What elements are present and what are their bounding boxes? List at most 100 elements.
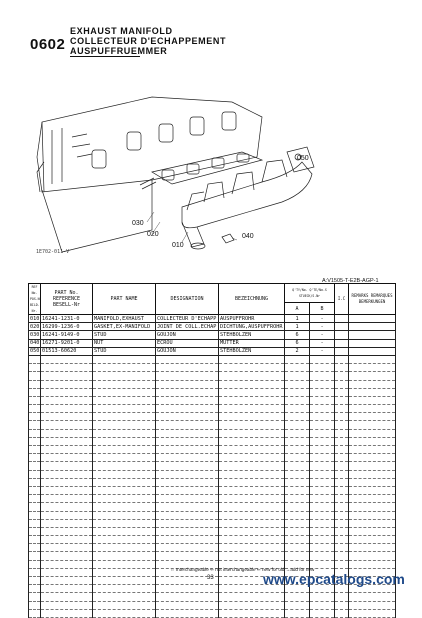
cell-ic <box>334 313 350 324</box>
blank-cell <box>218 379 285 389</box>
blank-cell <box>308 535 336 545</box>
blank-cell <box>28 535 41 545</box>
blank-cell <box>308 469 336 479</box>
blank-cell <box>28 543 41 553</box>
blank-row <box>28 428 397 438</box>
cell-part_no: 01513-60620 <box>40 346 93 356</box>
page-number: 33 <box>207 575 214 581</box>
cell-rem <box>348 322 397 332</box>
blank-cell <box>284 477 310 487</box>
cell-ref: 030 <box>28 330 41 340</box>
blank-cell <box>218 551 285 561</box>
blank-cell <box>92 436 156 447</box>
cell-part_no: 16241-1231-0 <box>40 313 93 324</box>
blank-cell <box>28 592 41 602</box>
blank-cell <box>284 592 310 602</box>
header-remarks: REMARKS REMARQUES BEMERKUNGEN <box>348 283 397 315</box>
blank-cell <box>348 559 397 569</box>
header-designation: DESIGNATION <box>155 283 219 315</box>
blank-cell <box>284 551 310 561</box>
blank-cell <box>284 379 310 389</box>
blank-cell <box>308 600 336 610</box>
blank-cell <box>308 502 336 512</box>
blank-cell <box>28 567 41 578</box>
blank-cell <box>92 510 156 520</box>
blank-cell <box>218 526 285 537</box>
blank-cell <box>334 444 350 455</box>
blank-cell <box>348 420 397 430</box>
blank-cell <box>40 371 93 381</box>
cell-desig: COLLECTEUR D'ECHAPP <box>155 313 219 324</box>
blank-cell <box>218 477 285 487</box>
callout-030: 030 <box>132 220 144 227</box>
blank-cell <box>92 404 156 414</box>
blank-cell <box>92 494 156 504</box>
blank-cell <box>348 608 397 618</box>
blank-cell <box>284 420 310 430</box>
cell-a: 6 <box>284 330 310 340</box>
blank-cell <box>28 379 41 389</box>
blank-cell <box>92 551 156 561</box>
cell-rem <box>348 346 397 356</box>
blank-cell <box>334 363 350 373</box>
blank-cell <box>348 412 397 422</box>
cell-rem <box>348 313 397 324</box>
blank-cell <box>348 436 397 447</box>
blank-cell <box>218 453 285 463</box>
title-german: AUSPUFFRUEMMER <box>70 46 168 56</box>
blank-row <box>28 420 397 430</box>
blank-cell <box>348 469 397 479</box>
blank-cell <box>348 600 397 610</box>
blank-cell <box>334 485 350 496</box>
blank-row <box>28 518 397 528</box>
blank-cell <box>28 428 41 438</box>
blank-cell <box>92 379 156 389</box>
blank-cell <box>92 444 156 455</box>
header-part-no: PART No. REFERENCE BESELL-Nr <box>40 283 93 315</box>
blank-cell <box>348 543 397 553</box>
blank-cell <box>28 371 41 381</box>
blank-cell <box>40 469 93 479</box>
blank-cell <box>218 354 285 365</box>
blank-cell <box>348 502 397 512</box>
blank-cell <box>334 559 350 569</box>
blank-cell <box>218 494 285 504</box>
blank-cell <box>218 404 285 414</box>
blank-cell <box>40 575 93 586</box>
blank-cell <box>308 354 336 365</box>
blank-cell <box>40 502 93 512</box>
cell-bez: DICHTUNG,AUSPUFFROHR <box>218 322 285 332</box>
blank-cell <box>308 518 336 528</box>
blank-cell <box>40 600 93 610</box>
blank-cell <box>28 502 41 512</box>
cell-ref: 010 <box>28 313 41 324</box>
cell-name: STUD <box>92 346 156 356</box>
blank-cell <box>40 477 93 487</box>
header-qty-a: A <box>284 302 310 315</box>
blank-cell <box>308 543 336 553</box>
blank-cell <box>155 543 219 553</box>
cell-part_no: 16299-1236-0 <box>40 322 93 332</box>
blank-cell <box>348 453 397 463</box>
blank-cell <box>334 510 350 520</box>
blank-row <box>28 608 397 618</box>
blank-cell <box>218 371 285 381</box>
section-titles: EXHAUST MANIFOLD COLLECTEUR D'ECHAPPEMEN… <box>70 26 226 56</box>
blank-row <box>28 485 397 496</box>
blank-cell <box>348 461 397 471</box>
blank-cell <box>28 551 41 561</box>
blank-cell <box>218 428 285 438</box>
blank-row <box>28 379 397 389</box>
blank-cell <box>334 379 350 389</box>
blank-cell <box>284 453 310 463</box>
blank-cell <box>155 502 219 512</box>
blank-cell <box>40 535 93 545</box>
blank-cell <box>348 354 397 365</box>
blank-cell <box>155 551 219 561</box>
blank-cell <box>155 387 219 397</box>
header-quantity: Q'TY/No. Q'TE/No.S STUECK/S.Nr <box>283 282 336 304</box>
